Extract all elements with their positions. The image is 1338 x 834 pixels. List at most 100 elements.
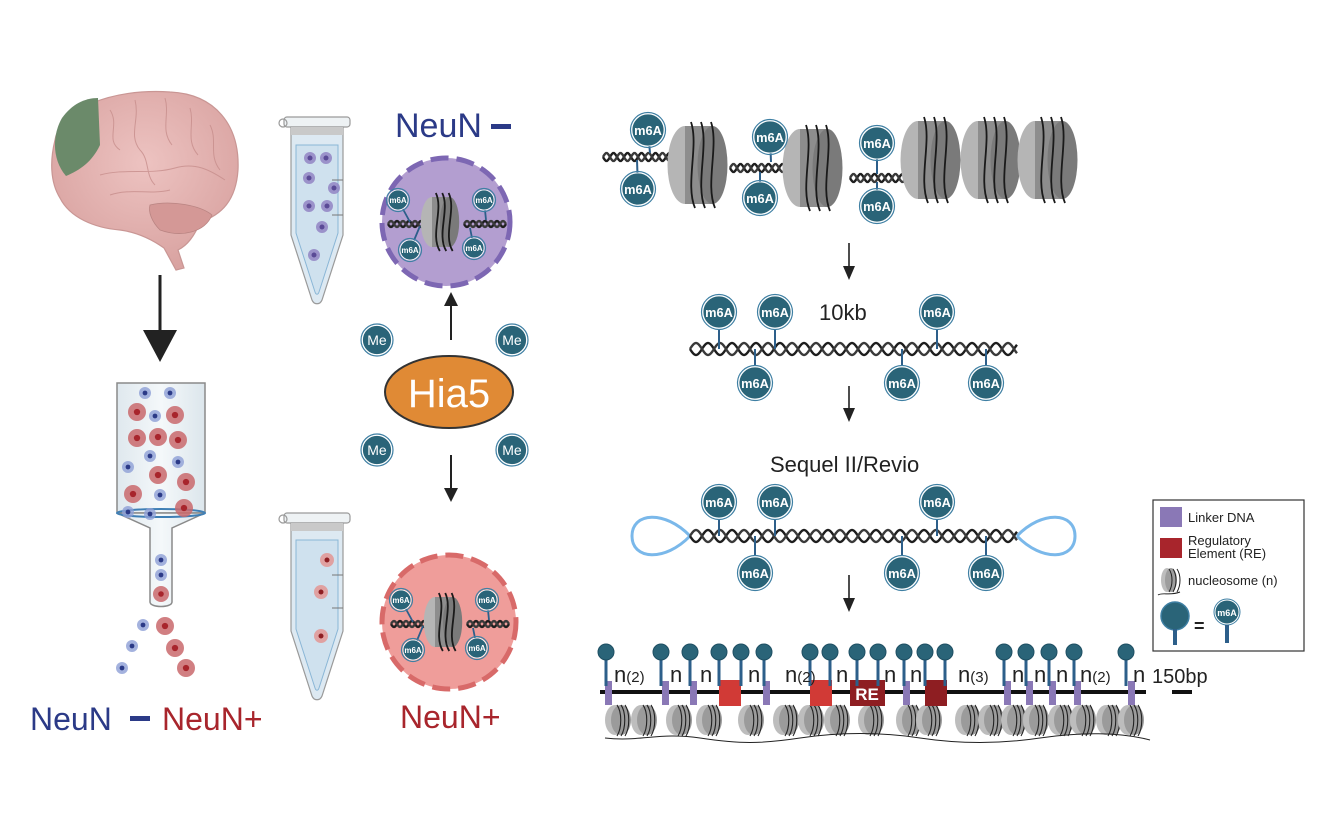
nucleosome bbox=[1118, 704, 1144, 737]
m6a-label: m6A bbox=[863, 136, 891, 151]
nucleosome bbox=[1001, 704, 1027, 737]
tube-neun-pos bbox=[278, 512, 351, 701]
m6a-label: m6A bbox=[863, 199, 891, 214]
m6a-lollipop bbox=[597, 643, 615, 686]
m6a-label: m6A bbox=[888, 376, 916, 391]
m6a-label: m6A bbox=[475, 196, 493, 205]
legend-label-linker: Linker DNA bbox=[1188, 510, 1255, 525]
legend-label-nucleosome: nucleosome (n) bbox=[1188, 573, 1278, 588]
arrow-down bbox=[444, 455, 458, 502]
m6a-mark: m6A bbox=[751, 118, 789, 156]
m6a-label: m6A bbox=[705, 495, 733, 510]
neuron-nucleus bbox=[177, 659, 195, 677]
m6a-label: m6A bbox=[624, 182, 652, 197]
m6a-mark: m6A bbox=[736, 364, 774, 402]
m6a-lollipop bbox=[821, 643, 839, 686]
nucleosome bbox=[1023, 704, 1049, 737]
methyl-label: Me bbox=[502, 442, 522, 458]
glia-nucleus bbox=[122, 461, 134, 473]
methyl-badge: Me bbox=[495, 433, 529, 467]
sort-labels: NeuN NeuN+ bbox=[30, 701, 263, 737]
m6a-mark: m6A bbox=[741, 179, 779, 217]
neuron-nucleus bbox=[166, 406, 184, 424]
nucleosome bbox=[423, 592, 463, 652]
linker-dna bbox=[463, 219, 507, 229]
neuron-nucleus bbox=[166, 639, 184, 657]
m6a-lollipop bbox=[710, 643, 728, 686]
m6a-label: m6A bbox=[741, 376, 769, 391]
m6a-mark: m6A bbox=[388, 587, 414, 613]
glia-nucleus bbox=[316, 221, 328, 233]
hairpin-adapter-left bbox=[630, 515, 692, 557]
nucleosome bbox=[1070, 704, 1096, 737]
m6a-label: m6A bbox=[761, 495, 789, 510]
chromatin-fiber: m6A m6A m6A m6A m6A m6A bbox=[601, 111, 1078, 225]
nucleosome-count-label: n bbox=[1034, 662, 1046, 687]
m6a-mark: m6A bbox=[918, 293, 956, 331]
m6a-mark: m6A bbox=[858, 187, 896, 225]
neuron-nucleus bbox=[153, 586, 169, 602]
glia-nucleus bbox=[155, 569, 167, 581]
legend-nucleosome-icon bbox=[1157, 568, 1181, 596]
neuron-nucleus bbox=[177, 473, 195, 491]
neuron-nucleus bbox=[149, 428, 167, 446]
neuron-nucleus bbox=[128, 403, 146, 421]
nucleosome-count-label: n bbox=[1056, 662, 1068, 687]
linker-path bbox=[604, 733, 1151, 743]
sort-label-neun-neg: NeuN bbox=[30, 701, 112, 737]
m6a-lollipop bbox=[869, 643, 887, 686]
nucleosome-count-label: n bbox=[670, 662, 682, 687]
m6a-label: m6A bbox=[923, 305, 951, 320]
hairpin-adapter-right bbox=[1015, 515, 1077, 557]
methyl-label: Me bbox=[367, 442, 387, 458]
m6a-label: m6A bbox=[888, 566, 916, 581]
linker-dna-mark bbox=[1074, 681, 1081, 705]
prefrontal-region bbox=[54, 98, 100, 176]
nucleosome-count-label: n bbox=[1133, 662, 1145, 687]
m6a-lollipop bbox=[1040, 643, 1058, 686]
nucleosome bbox=[858, 704, 884, 737]
nucleosome bbox=[955, 704, 981, 737]
legend-swatch-linker bbox=[1160, 507, 1182, 527]
brain-illustration bbox=[51, 90, 239, 271]
glia-nucleus bbox=[144, 508, 156, 520]
glia-nucleus bbox=[122, 506, 134, 518]
legend: Linker DNA Regulatory Element (RE) nucle… bbox=[1152, 499, 1305, 652]
m6a-label: m6A bbox=[634, 123, 662, 138]
m6a-lollipop bbox=[1017, 643, 1035, 686]
nucleosome-count-label: n bbox=[884, 662, 896, 687]
linker-dna bbox=[466, 619, 510, 629]
m6a-label: m6A bbox=[923, 495, 951, 510]
m6a-lollipop bbox=[681, 643, 699, 686]
m6a-lollipop bbox=[1117, 643, 1135, 686]
methyl-badge: Me bbox=[360, 433, 394, 467]
neuron-nucleus bbox=[320, 553, 334, 567]
nucleosome-count-label: n bbox=[748, 662, 760, 687]
minus-sign bbox=[491, 124, 511, 129]
brain-gyri bbox=[99, 97, 226, 196]
arrow-2 bbox=[843, 386, 855, 422]
neuron-nucleus bbox=[124, 485, 142, 503]
m6a-mark: m6A bbox=[918, 483, 956, 521]
nucleosome bbox=[782, 124, 843, 212]
m6a-mark: m6A bbox=[385, 187, 411, 213]
neuron-nucleus bbox=[175, 499, 193, 517]
m6a-label: m6A bbox=[741, 566, 769, 581]
fragment-size-label: 10kb bbox=[819, 300, 867, 325]
nucleosome bbox=[631, 704, 657, 737]
legend-m6a-label: m6A bbox=[1217, 608, 1237, 618]
dna-double-helix bbox=[688, 528, 1018, 544]
minus-sign bbox=[130, 716, 150, 721]
tube-neun-neg bbox=[278, 116, 351, 305]
linker-dna-mark bbox=[1049, 681, 1056, 705]
glia-nucleus bbox=[320, 152, 332, 164]
glia-nucleus bbox=[126, 640, 138, 652]
m6a-lollipop bbox=[755, 643, 773, 686]
neuron-nucleus bbox=[314, 629, 328, 643]
label-neun-pos: NeuN+ bbox=[400, 699, 501, 735]
m6a-mark: m6A bbox=[461, 235, 487, 261]
m6a-mark: m6A bbox=[400, 637, 426, 663]
